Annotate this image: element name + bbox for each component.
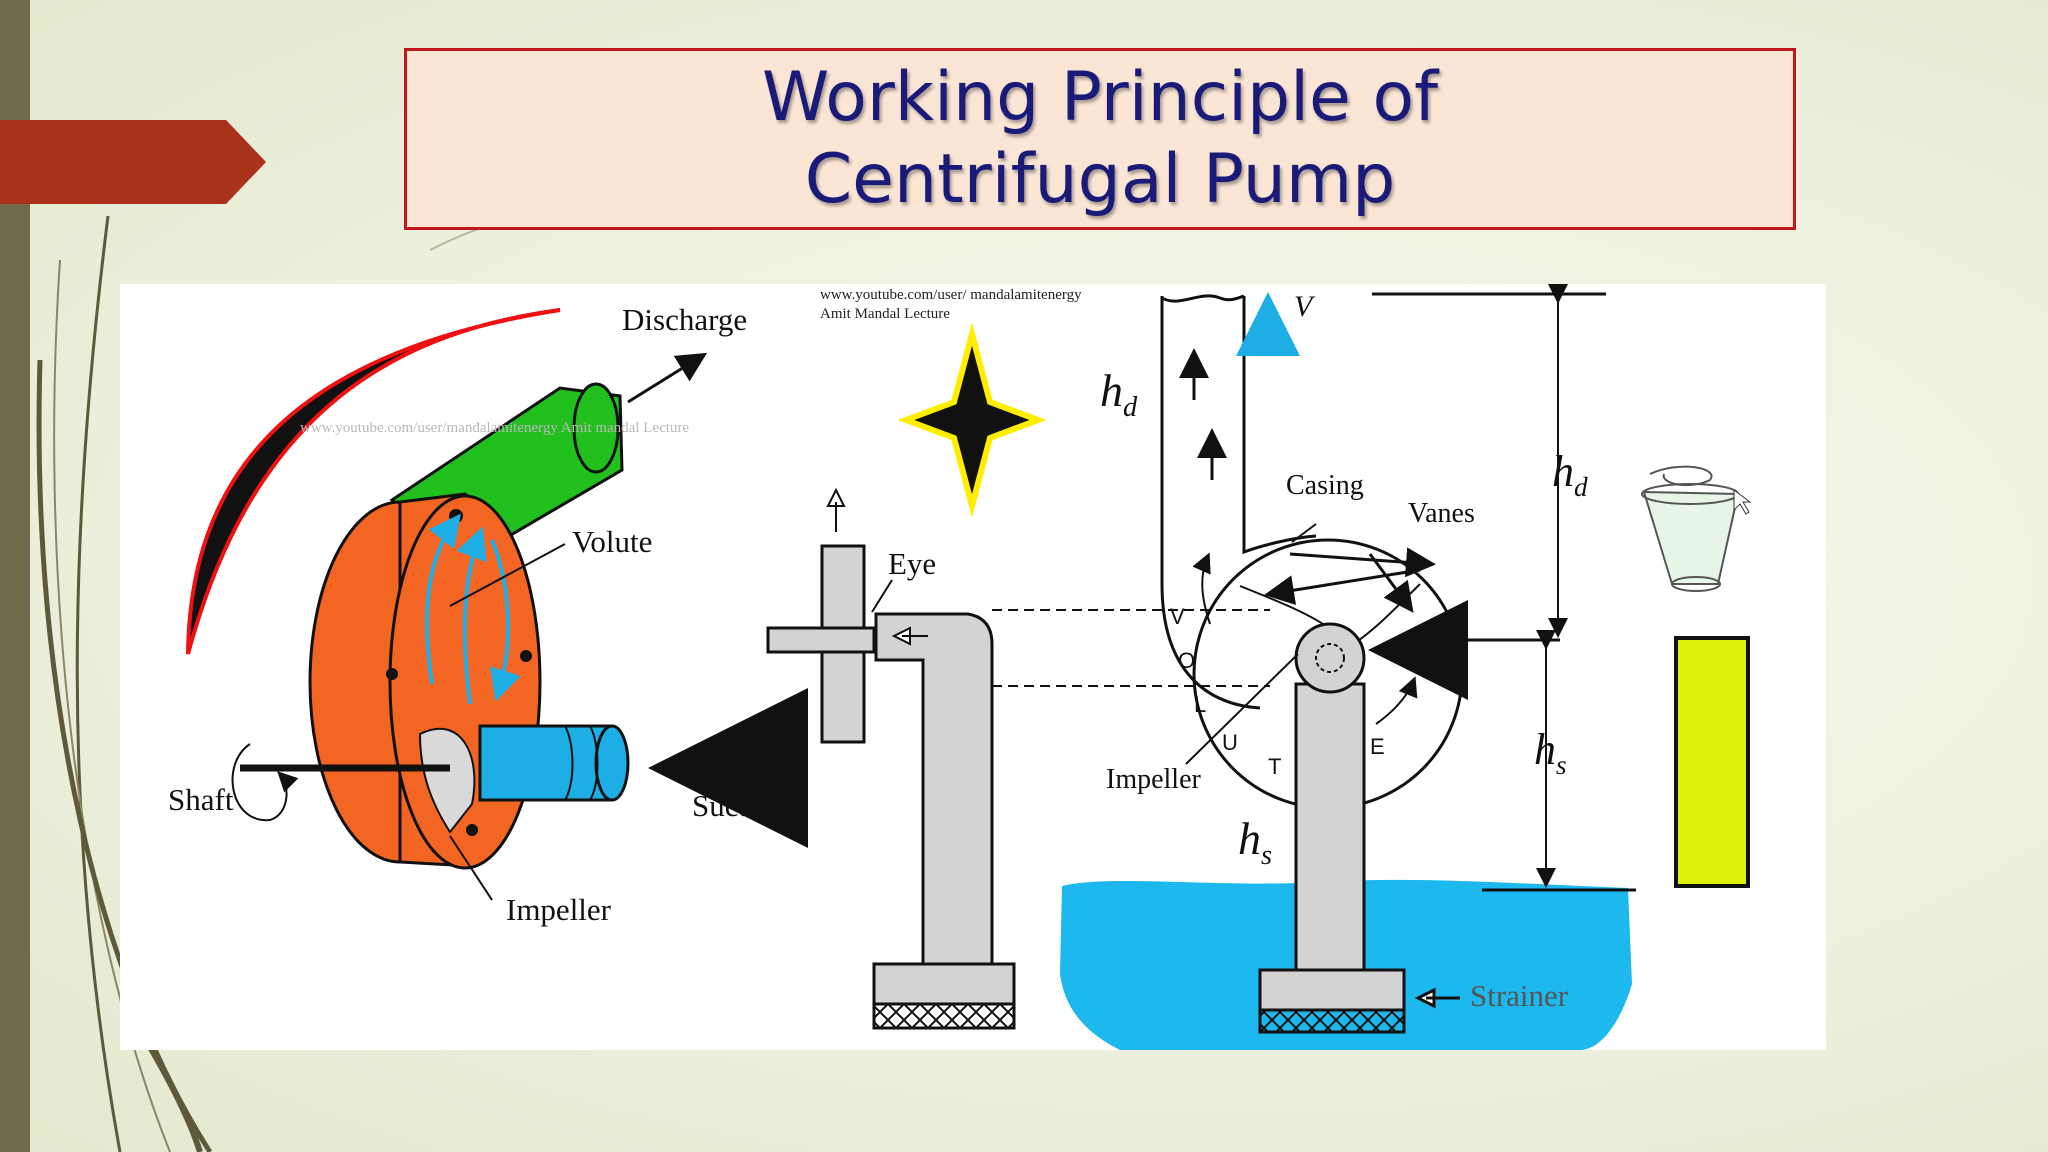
hd-left-h: h [1100,365,1123,416]
decor-line-1 [75,215,122,1152]
title-line-1: Working Principle of [761,58,1439,137]
impeller-leader [449,835,493,901]
label-casing: Casing [1286,470,1364,501]
label-volute: Volute [572,524,653,559]
volute-letter-t: T [1268,754,1282,779]
label-hd-left: hd [1100,364,1137,424]
vane-curve-2 [1349,583,1421,647]
hd-right-h: h [1552,447,1574,496]
impeller-leader-right [1185,653,1299,765]
discharge-pipe-end [572,382,620,474]
flow-arrow-3 [490,539,521,702]
watermark-faint: www.youtube.com/user/mandalamitenergy Am… [300,420,690,436]
volute-letter-l: L [1194,692,1207,717]
delivery-pipe-right [1242,296,1317,555]
volute-letter-u: U [1222,730,1238,755]
pump-drawing [186,284,1752,1050]
glass-icon [1642,490,1740,585]
strainer-hatch [1258,1008,1406,1034]
label-shaft: Shaft [168,782,234,817]
vane-arrow-1 [1264,568,1421,606]
hs-right-h: h [1534,725,1556,774]
impeller-eye-inner [1315,643,1345,673]
label-discharge: Discharge [622,302,748,337]
volute-letter-o: O [1178,648,1196,673]
blade-shape [186,308,561,655]
label-hs-left: hs [1238,812,1272,872]
hs-right-sub: s [1556,749,1567,780]
eye-leader [871,579,893,613]
hs-left-h: h [1238,813,1261,864]
title-box: Working Principle of Centrifugal Pump [404,48,1796,230]
red-arrow-banner [0,120,266,204]
label-hd-right: hd [1552,446,1588,503]
strainer-arrow [1414,987,1460,1009]
volute-arrow-bottom [1375,676,1418,725]
vane-arrow-2 [1368,553,1414,613]
flow-arrow-1 [424,513,461,685]
flow-arrow-2 [456,526,487,705]
hd-right-sub: d [1574,471,1588,502]
volute-letter-e: E [1370,734,1385,759]
label-impeller-right: Impeller [1106,764,1201,795]
middle-pipe [874,612,994,966]
label-suction: Suction [692,788,787,823]
suction-ring-2 [589,725,599,801]
volute-arrow-left [1192,552,1211,625]
middle-foot-hatch [872,1002,1016,1030]
impeller-shaft-stub [766,626,876,654]
suction-pipe [478,724,614,802]
discharge-arrow [627,352,708,404]
label-vanes: Vanes [1408,498,1475,529]
strainer-body [1258,968,1406,1012]
title-line-2: Centrifugal Pump [804,140,1396,219]
hs-left-sub: s [1261,840,1273,872]
bolt-3 [520,650,532,662]
pump-diagram: www.youtube.com/user/ mandalamitenergy A… [120,284,1826,1050]
hd-left-sub: d [1123,392,1138,424]
eye-inlet-arrow [891,626,928,646]
shaft-rotation-arrow [231,743,299,822]
bolt-4 [466,824,478,836]
yellow-green-bar [1674,636,1750,888]
volute-letter-v: V [1170,604,1185,629]
glass-swirl [1649,465,1713,487]
star-icon [897,322,1047,518]
glass-base [1671,576,1721,592]
suction-ring-1 [564,725,574,801]
watermark-line-1: www.youtube.com/user/ mandalamitenergy [820,287,1082,303]
cursor-icon [1733,489,1752,515]
watermark-line-2: Amit Mandal Lecture [820,306,950,322]
delivery-pipe [1160,296,1261,710]
pipe-top-wave [1161,294,1245,303]
bolt-2 [386,668,398,680]
impeller-eye-right [1294,622,1366,694]
suction-pipe-end [594,724,630,802]
label-strainer: Strainer [1470,978,1569,1013]
suction-column [1294,682,1366,972]
label-eye: Eye [888,546,937,581]
label-hs-right: hs [1534,724,1567,781]
middle-foot [872,962,1016,1006]
label-impeller-left: Impeller [506,892,612,927]
casing-leader [1291,523,1317,543]
volute-leader [449,543,566,607]
label-velocity: V [1294,290,1313,323]
up-arrow-small [826,487,846,532]
vane-arrow-3 [1289,547,1436,578]
